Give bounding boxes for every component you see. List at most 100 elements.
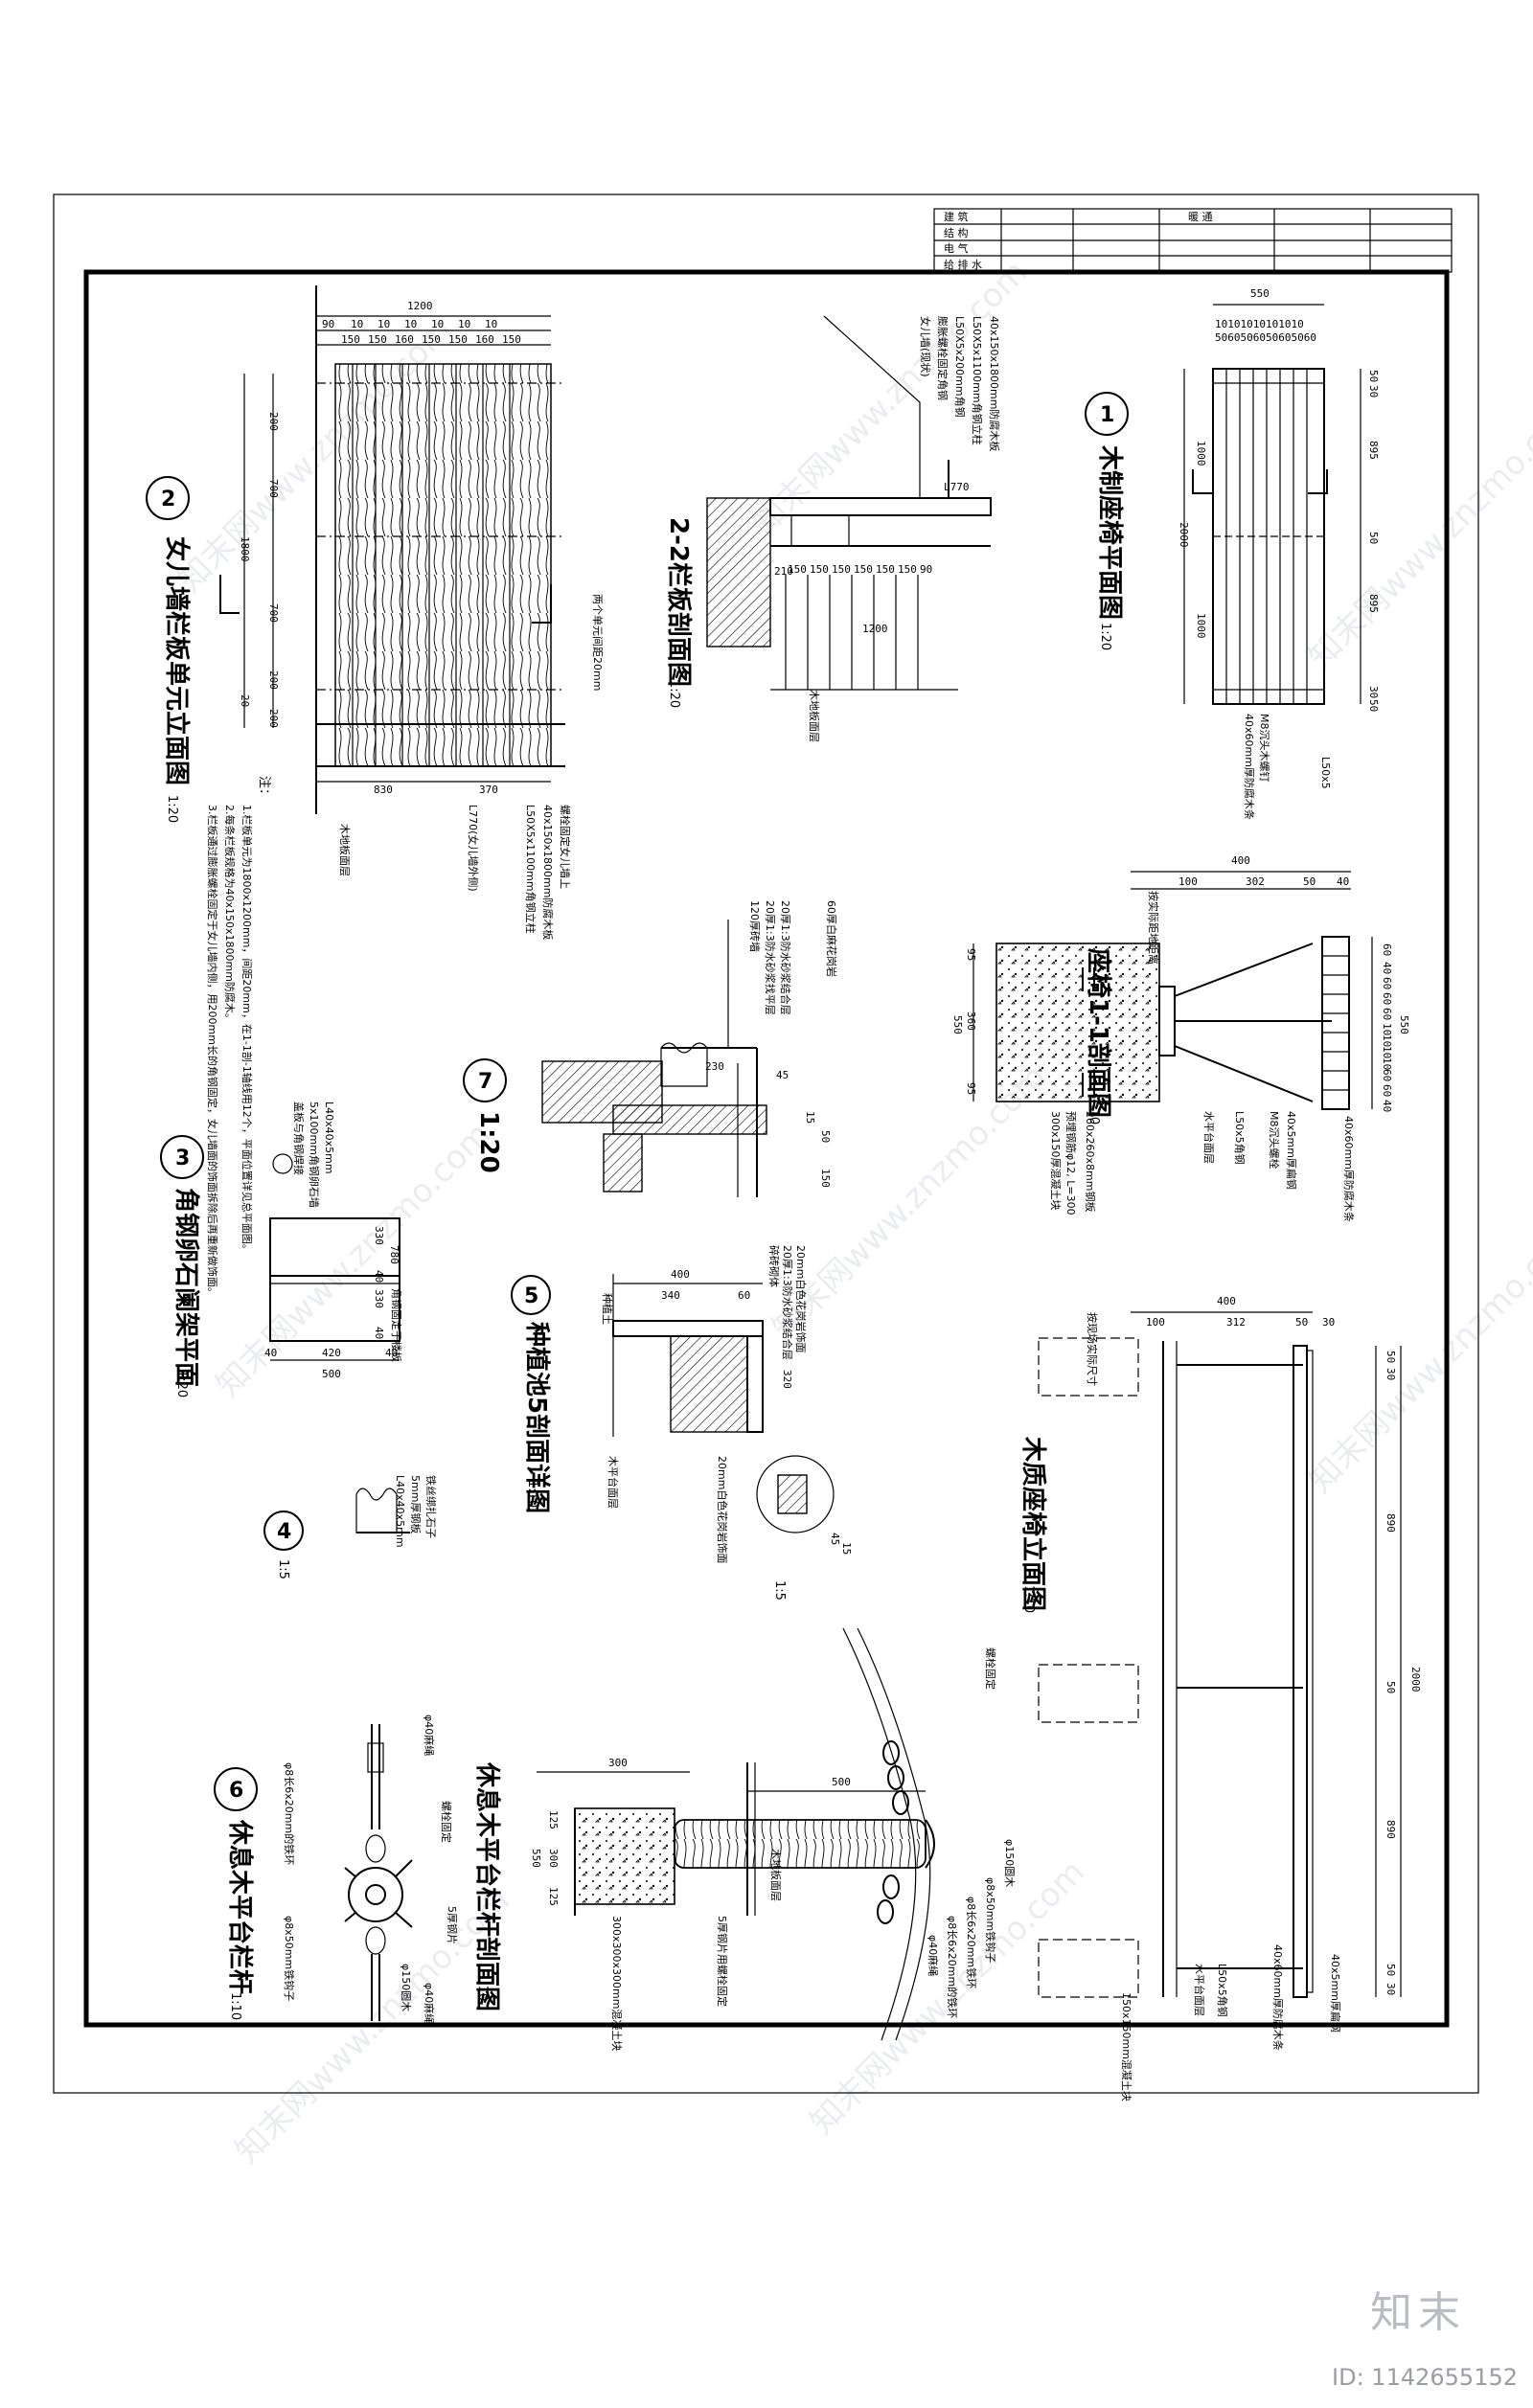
dim-text: 400 <box>671 1268 690 1281</box>
note-text: 40x150x1800mm防腐木板 <box>541 805 555 940</box>
detail-number: 7 <box>478 1070 492 1094</box>
dim-text: 2000 <box>1178 522 1190 548</box>
dim-text: 500 <box>832 1776 851 1788</box>
title-block-label: 暖 通 <box>1188 211 1213 223</box>
dim-text: 50 <box>1367 532 1380 544</box>
wood-panel <box>334 363 552 767</box>
detail-scale: 1:20 <box>1098 623 1112 650</box>
detail-scale: 1:20 <box>474 1111 503 1173</box>
note-text: L50x5角钢 <box>1233 1111 1246 1165</box>
note-text: 40x60mm厚防腐木条 <box>1271 1944 1285 2051</box>
dim-text: 100 <box>1146 1316 1165 1329</box>
note-text: 水平台面层 <box>1202 1111 1216 1164</box>
detail-title: 木制座椅平面图 <box>1095 444 1125 620</box>
leader-line <box>823 315 921 498</box>
watermark-text: 知末网www.znzmo.com <box>1301 387 1533 676</box>
dim-text: 550 <box>1398 1015 1410 1034</box>
note-text: 260x260x8mm钢板 <box>1084 1111 1097 1212</box>
note-text: φ8x50mm铁钩子 <box>283 1916 296 2001</box>
note-text: L50X5x200mm角钢 <box>953 316 966 418</box>
note-text: φ150圆木 <box>1003 1839 1016 1887</box>
dim-text: 40 <box>1337 875 1349 888</box>
concrete-footing <box>574 1807 675 1905</box>
note-text: 按现场实际尺寸 <box>1086 1312 1099 1386</box>
floor-label: 木地板面层 <box>808 690 821 742</box>
note-text: 60厚白麻花岗岩 <box>825 900 838 977</box>
note-text: 20厚1:3防水砂浆结合层 <box>779 900 792 1015</box>
general-notes: 注： 1.栏板单元为1800x1200mm，间距20mm，在1-1剖-1轴线用1… <box>206 776 271 1298</box>
note-text: 5厚钢片用螺栓固定 <box>716 1916 729 2007</box>
dim-text: 700 <box>267 479 280 498</box>
dim-text: 150 <box>832 563 851 576</box>
note-text: 40x150x1800mm防腐木板 <box>988 316 1001 451</box>
dim-text: 320 <box>781 1370 793 1389</box>
dim-text: 50 <box>819 1130 832 1143</box>
dim-text: 45 <box>776 1069 789 1081</box>
dim-text: 150 <box>341 333 360 346</box>
dim-text: 200 <box>267 709 280 728</box>
detail-scale: 1:10 <box>525 1480 539 1508</box>
dim-text: 360 <box>965 1011 977 1031</box>
note-text: 40x60mm厚防腐木条 <box>1342 1116 1356 1222</box>
title-block: 建 筑 结 构 电 气 给 排 水 暖 通 <box>933 208 1453 273</box>
dim-text: 40 <box>373 1327 385 1339</box>
dim-text: 200 <box>267 670 280 690</box>
dim-text: 400 <box>1217 1295 1236 1307</box>
detail-number-circle <box>160 1135 204 1179</box>
dim-text: 780 <box>388 1245 400 1264</box>
dim-text: 60 <box>1381 1084 1393 1097</box>
detail-title: 座椅1-1剖面图 <box>1084 948 1113 1118</box>
planter-wall <box>670 1335 748 1433</box>
dim-text: 50 <box>1367 370 1380 382</box>
dim-text: 10 <box>1381 1057 1393 1070</box>
note-text: L40x40x5mm <box>323 1102 335 1174</box>
note-text: 种植土 <box>601 1293 614 1325</box>
dim-text: 60 <box>738 1289 750 1302</box>
dim-text: 10 <box>1381 1023 1393 1035</box>
note-text: L50X5x1100mm角钢立柱 <box>524 805 538 934</box>
dim-text: 150 <box>422 333 441 346</box>
note-text: φ150圆木 <box>400 1964 412 2011</box>
note-text: φ8x50mm铁钩子 <box>984 1877 997 1963</box>
detail-title: 2-2栏板剖面图 <box>664 517 694 687</box>
image-id-label: ID: 1142655152 <box>1332 2364 1518 2391</box>
note-text: 20厚1:3防水砂浆结合层 <box>781 1245 794 1360</box>
detail-4-stone: 铁丝绑扎石子 5mm厚钢板 L40x40x5mm 4 1:5 <box>263 1475 438 1579</box>
dim-text: 5060506050605060 <box>1215 331 1316 344</box>
detail-number: 5 <box>524 1284 538 1308</box>
note-text: φ40麻绳 <box>423 1983 436 2024</box>
dim-text: 30 <box>1384 1983 1397 1995</box>
dim-text: 10 <box>485 318 497 330</box>
detail-title: 女儿墙栏板单元立面图 <box>162 536 192 785</box>
note-text: 木地板面层 <box>338 824 352 876</box>
dim-text: 300 <box>547 1849 560 1868</box>
detail-title: 种植池5剖面详图 <box>522 1322 552 1513</box>
detail-6-railing: φ40麻绳 φ8长6x20mm的铁环 φ8x50mm铁钩子 螺栓固定 5厚钢片 … <box>214 1715 458 2024</box>
dim-text: 160 <box>395 333 414 346</box>
note-text: 膨胀螺栓固定角钢 <box>936 316 950 400</box>
dim-text: 150 <box>448 333 468 346</box>
dim-text: 150 <box>819 1169 832 1188</box>
note-item: 3.栏板通过膨胀螺栓固定于女儿墙内侧，用200mm长的角钢固定，女儿墙面的饰面拆… <box>206 805 219 1298</box>
detail-number: 6 <box>229 1779 243 1803</box>
detail-scale: 1:10 <box>1087 1097 1101 1124</box>
dim-text: 50 <box>1384 1964 1397 1976</box>
parapet-wall <box>706 497 771 647</box>
dim-text: 40 <box>1381 1100 1393 1112</box>
dim-text: 30 <box>1384 1368 1397 1380</box>
dim-text: 125 <box>547 1810 560 1829</box>
seat-board <box>1293 1345 1308 1998</box>
dim-text: 150 <box>898 563 917 576</box>
dim-text: L770 <box>944 481 970 493</box>
dim-text: 50 <box>1367 699 1380 712</box>
title-block-row: 电 气 <box>944 241 969 255</box>
timber-post <box>674 1819 927 1869</box>
dim-text: 150 <box>876 563 895 576</box>
dim-total: 1200 <box>407 300 433 312</box>
dim-text: 125 <box>547 1887 560 1906</box>
note-text: φ8长6x20mm的铁环 <box>283 1762 296 1865</box>
note-text: 按实际距地距离 <box>1147 891 1160 965</box>
detail-7-coping: 230 45 15 50 150 60厚白麻花岗岩 20厚1:3防水砂浆结合层 … <box>463 900 838 1197</box>
dim-text: 200 <box>267 412 280 431</box>
